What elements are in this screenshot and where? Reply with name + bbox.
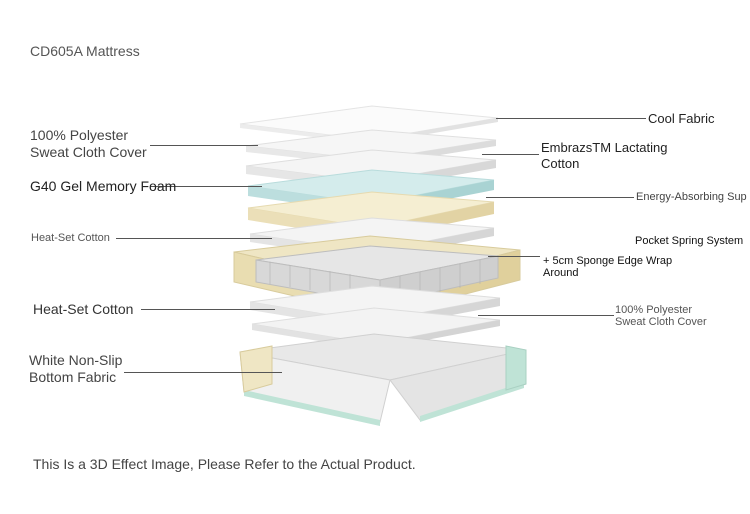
disclaimer-note: This Is a 3D Effect Image, Please Refer … [33,456,416,472]
leader-line-polyester-bottom [478,315,614,316]
label-energy-support: Energy-Absorbing Sup [636,191,747,203]
leader-line-polyester-top [150,145,258,146]
label-polyester-cover-bottom: 100% Polyester Sweat Cloth Cover [615,304,707,328]
label-heat-set-cotton-top: Heat-Set Cotton [31,232,110,244]
label-lactating-cotton: EmbrazsTM Lactating Cotton [541,140,668,171]
label-polyester-cover-top: 100% Polyester Sweat Cloth Cover [30,127,147,160]
label-pocket-spring: Pocket Spring System [635,235,744,247]
leader-line-lactating [482,154,539,155]
label-heat-set-cotton-bottom: Heat-Set Cotton [33,301,134,317]
layer-non-slip-base [239,333,527,426]
leader-line-heat-set-top [116,238,272,239]
leader-line-sponge [488,256,540,257]
label-cool-fabric: Cool Fabric [648,111,715,126]
label-non-slip-fabric: White Non-Slip Bottom Fabric [29,352,123,385]
leader-line-non-slip [124,372,282,373]
label-gel-memory-foam: G40 Gel Memory Foam [30,178,177,194]
leader-line-energy [486,197,634,198]
leader-line-heat-set-bottom [141,309,275,310]
leader-line-gel-foam [150,186,262,187]
product-title: CD605A Mattress [30,43,140,59]
label-sponge-edge: + 5cm Sponge Edge Wrap Around [543,255,673,279]
leader-line-cool-fabric [496,118,646,119]
